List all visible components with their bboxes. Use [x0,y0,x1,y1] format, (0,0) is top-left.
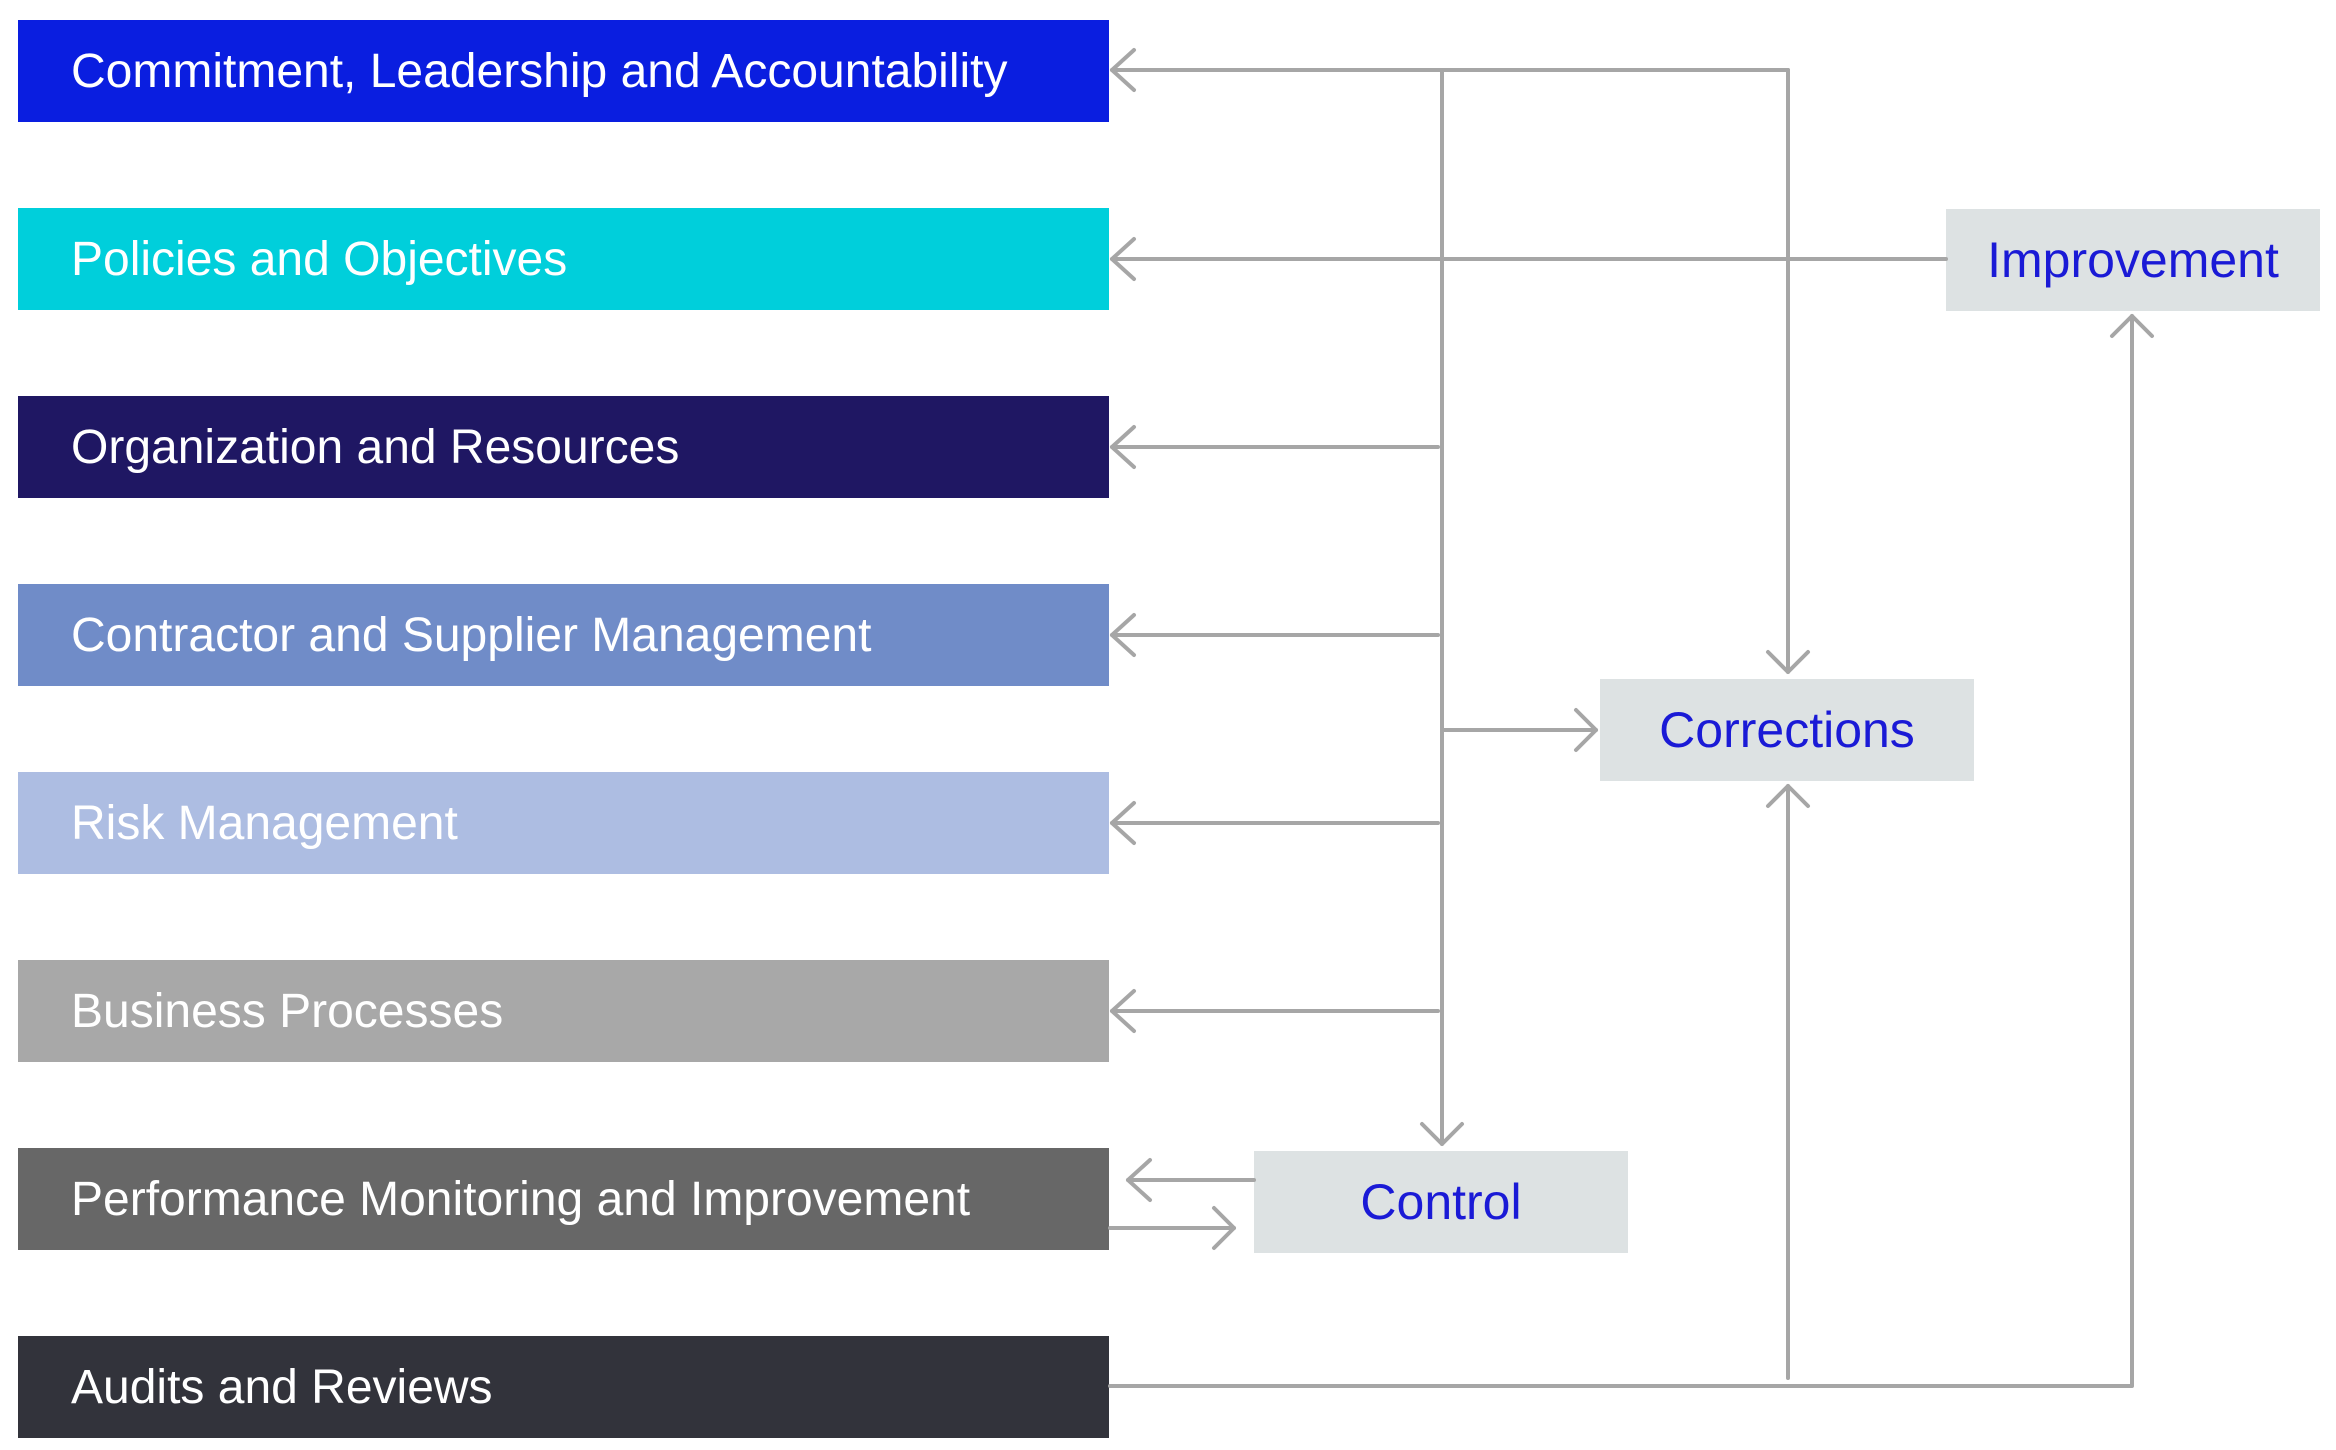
arrowhead [2110,314,2154,338]
stage-audits-reviews: Audits and Reviews [18,1336,1109,1438]
stage-label: Business Processes [71,984,504,1038]
stage-risk-management: Risk Management [18,772,1109,874]
corrections-label: Corrections [1659,702,1915,758]
stage-business-processes: Business Processes [18,960,1109,1062]
arrowhead [1110,48,1136,92]
arrowhead [1766,650,1810,674]
corrections-node: Corrections [1600,679,1974,781]
arrowhead [1126,1158,1152,1202]
stage-label: Audits and Reviews [71,1360,493,1414]
stage-organization-resources: Organization and Resources [18,396,1109,498]
arrowhead [1110,425,1136,469]
connector-audits-to-improvement [1108,314,2134,1388]
arrowhead [1420,1122,1464,1146]
stage-performance-monitoring: Performance Monitoring and Improvement [18,1148,1109,1250]
stage-label: Policies and Objectives [71,232,568,286]
arrowhead [1110,989,1136,1033]
stage-label: Risk Management [71,796,458,850]
stage-label: Organization and Resources [71,420,680,474]
arrowhead [1110,801,1136,845]
stage-label: Commitment, Leadership and Accountabilit… [71,44,1008,98]
arrowhead [1110,237,1136,281]
arrowhead [1212,1206,1236,1250]
stage-label: Performance Monitoring and Improvement [71,1172,971,1226]
stage-contractor-supplier: Contractor and Supplier Management [18,584,1109,686]
improvement-node: Improvement [1946,209,2320,311]
arrowhead [1574,708,1598,752]
arrowhead [1766,784,1810,808]
control-node: Control [1254,1151,1628,1253]
arrowhead [1110,613,1136,657]
stage-commitment-leadership: Commitment, Leadership and Accountabilit… [18,20,1109,122]
control-label: Control [1360,1174,1522,1230]
improvement-label: Improvement [1987,232,2279,288]
stage-policies-objectives: Policies and Objectives [18,208,1109,310]
stage-label: Contractor and Supplier Management [71,608,872,662]
